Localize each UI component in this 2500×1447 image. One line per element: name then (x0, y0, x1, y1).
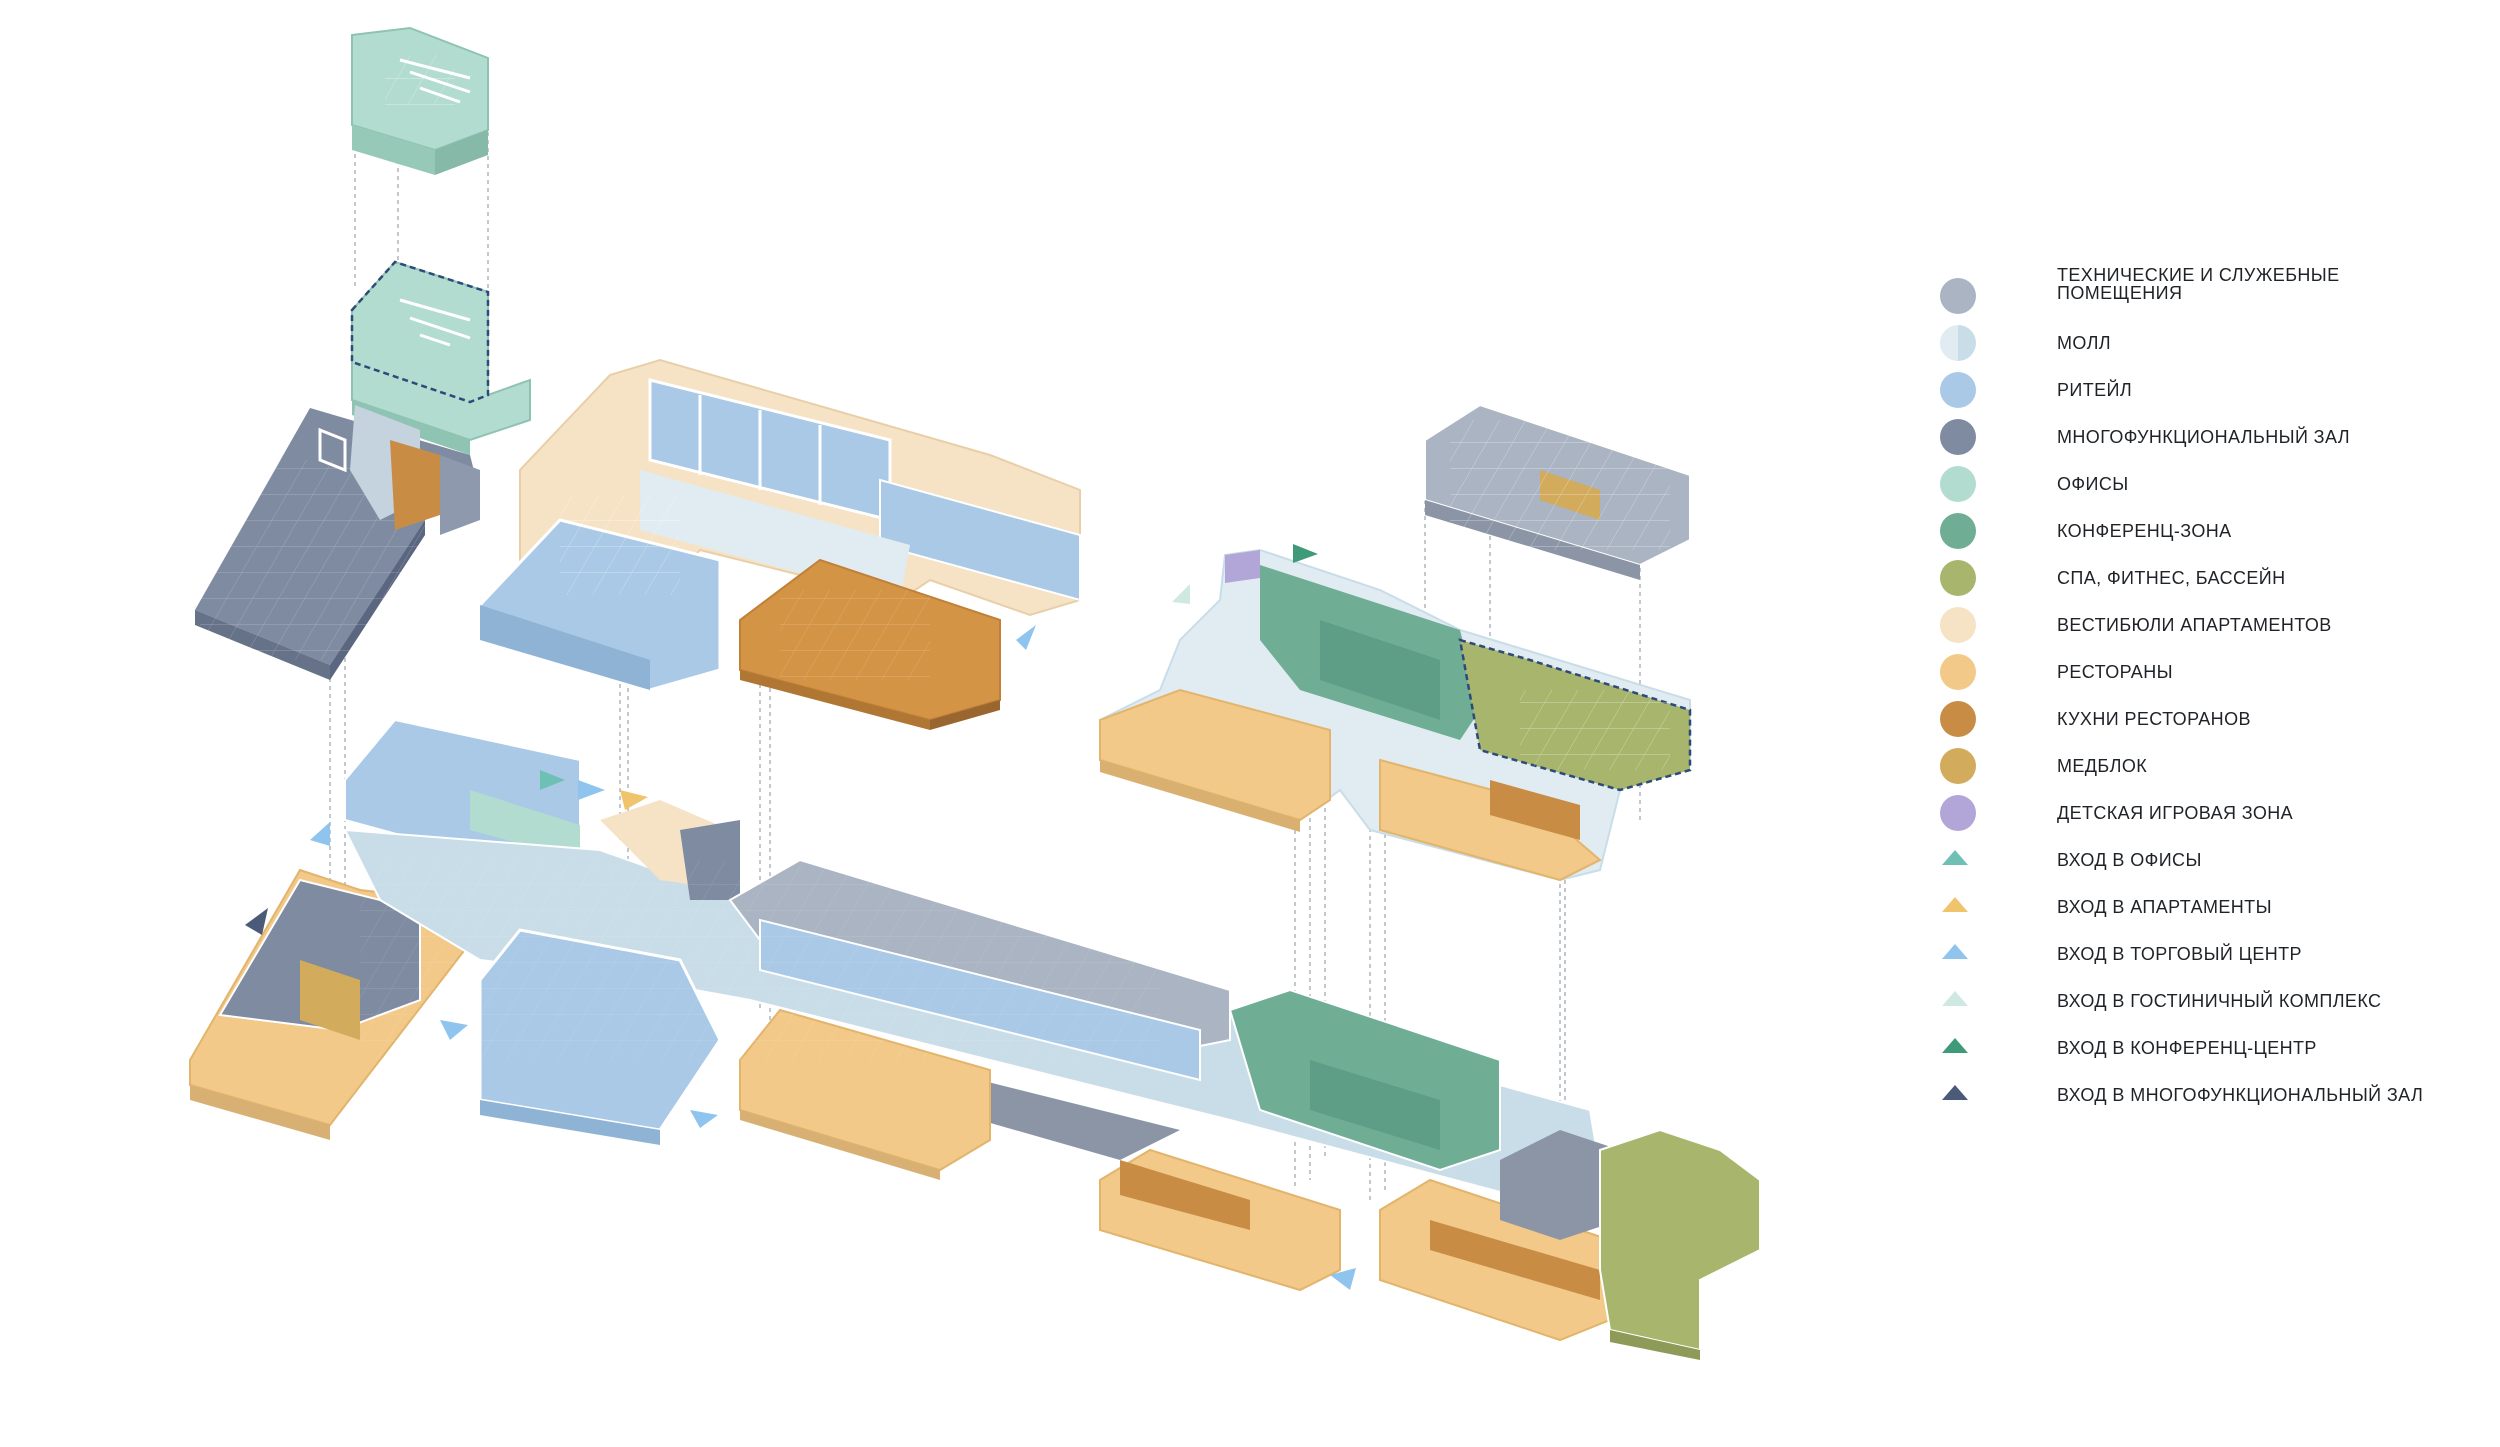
hall-upper-block (195, 405, 480, 680)
legend-item-offices: ОФИСЫ (1940, 466, 2500, 512)
entrance-markers (245, 544, 1356, 1290)
legend-item-hall: МНОГОФУНКЦИОНАЛЬНЫЙ ЗАЛ (1940, 419, 2500, 465)
legend-label-tech-line2: ПОМЕЩЕНИЯ (2057, 283, 2183, 303)
legend-label-kids: ДЕТСКАЯ ИГРОВАЯ ЗОНА (2057, 803, 2294, 823)
legend-label-spa: СПА, ФИТНЕС, БАССЕЙН (2057, 568, 2286, 588)
triangle-icon (1942, 1085, 1968, 1100)
legend-label-restaurants: РЕСТОРАНЫ (2057, 662, 2173, 682)
legend-swatch-medical (1940, 748, 1976, 784)
legend-item-ent-hotel: ВХОД В ГОСТИНИЧНЫЙ КОМПЛЕКС (1940, 983, 2500, 1029)
legend-label-tech: ТЕХНИЧЕСКИЕ И СЛУЖЕБНЫЕ ПОМЕЩЕНИЯ (2057, 266, 2487, 302)
legend-swatch-tech (1940, 278, 1976, 314)
legend-label-ent-offices: ВХОД В ОФИСЫ (2057, 850, 2202, 870)
legend-item-retail: РИТЕЙЛ (1940, 372, 2500, 418)
conference-upper-block (1099, 548, 1692, 882)
legend-item-ent-apartments: ВХОД В АПАРТАМЕНТЫ (1940, 889, 2500, 935)
mall-upper-block (478, 358, 1081, 730)
legend-swatch-spa (1940, 560, 1976, 596)
triangle-icon (1942, 850, 1968, 865)
triangle-icon (1942, 944, 1968, 959)
offices-top-level (351, 26, 489, 175)
legend-item-kitchens: КУХНИ РЕСТОРАНОВ (1940, 701, 2500, 747)
legend-label-tech-line1: ТЕХНИЧЕСКИЕ И СЛУЖЕБНЫЕ (2057, 265, 2340, 285)
legend-swatch-retail (1940, 372, 1976, 408)
legend-swatch-restaurants (1940, 654, 1976, 690)
legend-label-lobby: ВЕСТИБЮЛИ АПАРТАМЕНТОВ (2057, 615, 2332, 635)
legend-item-spa: СПА, ФИТНЕС, БАССЕЙН (1940, 560, 2500, 606)
legend-label-retail: РИТЕЙЛ (2057, 380, 2133, 400)
legend-label-ent-hall: ВХОД В МНОГОФУНКЦИОНАЛЬНЫЙ ЗАЛ (2057, 1085, 2424, 1105)
legend-item-kids: ДЕТСКАЯ ИГРОВАЯ ЗОНА (1940, 795, 2500, 841)
ground-floor (189, 718, 1761, 1360)
legend-label-medical: МЕДБЛОК (2057, 756, 2148, 776)
legend-swatch-lobby (1940, 607, 1976, 643)
legend-swatch-mall (1940, 325, 1976, 361)
legend-label-kitchens: КУХНИ РЕСТОРАНОВ (2057, 709, 2251, 729)
legend-item-mall: МОЛЛ (1940, 325, 2500, 371)
legend-item-tech: ТЕХНИЧЕСКИЕ И СЛУЖЕБНЫЕ ПОМЕЩЕНИЯ (1940, 266, 2500, 324)
triangle-icon (1942, 991, 1968, 1006)
legend-label-ent-apartments: ВХОД В АПАРТАМЕНТЫ (2057, 897, 2272, 917)
legend-label-ent-hotel: ВХОД В ГОСТИНИЧНЫЙ КОМПЛЕКС (2057, 991, 2382, 1011)
legend-swatch-kitchens (1940, 701, 1976, 737)
legend-swatch-kids (1940, 795, 1976, 831)
legend-item-conference: КОНФЕРЕНЦ-ЗОНА (1940, 513, 2500, 559)
legend-swatch-hall (1940, 419, 1976, 455)
legend-item-ent-hall: ВХОД В МНОГОФУНКЦИОНАЛЬНЫЙ ЗАЛ (1940, 1077, 2500, 1123)
legend-item-ent-conference: ВХОД В КОНФЕРЕНЦ-ЦЕНТР (1940, 1030, 2500, 1076)
legend-item-ent-offices: ВХОД В ОФИСЫ (1940, 842, 2500, 888)
legend-swatch-conference (1940, 513, 1976, 549)
legend-label-mall: МОЛЛ (2057, 333, 2112, 353)
legend-swatch-offices (1940, 466, 1976, 502)
legend-item-restaurants: РЕСТОРАНЫ (1940, 654, 2500, 700)
legend-label-conference: КОНФЕРЕНЦ-ЗОНА (2057, 521, 2232, 541)
legend-item-medical: МЕДБЛОК (1940, 748, 2500, 794)
triangle-icon (1942, 1038, 1968, 1053)
legend-item-lobby: ВЕСТИБЮЛИ АПАРТАМЕНТОВ (1940, 607, 2500, 653)
legend-label-offices: ОФИСЫ (2057, 474, 2129, 494)
legend-item-ent-mall: ВХОД В ТОРГОВЫЙ ЦЕНТР (1940, 936, 2500, 982)
legend-label-ent-mall: ВХОД В ТОРГОВЫЙ ЦЕНТР (2057, 944, 2302, 964)
triangle-icon (1942, 897, 1968, 912)
legend-label-ent-conference: ВХОД В КОНФЕРЕНЦ-ЦЕНТР (2057, 1038, 2317, 1058)
legend-label-hall: МНОГОФУНКЦИОНАЛЬНЫЙ ЗАЛ (2057, 427, 2350, 447)
tech-top-level (1424, 403, 1691, 580)
